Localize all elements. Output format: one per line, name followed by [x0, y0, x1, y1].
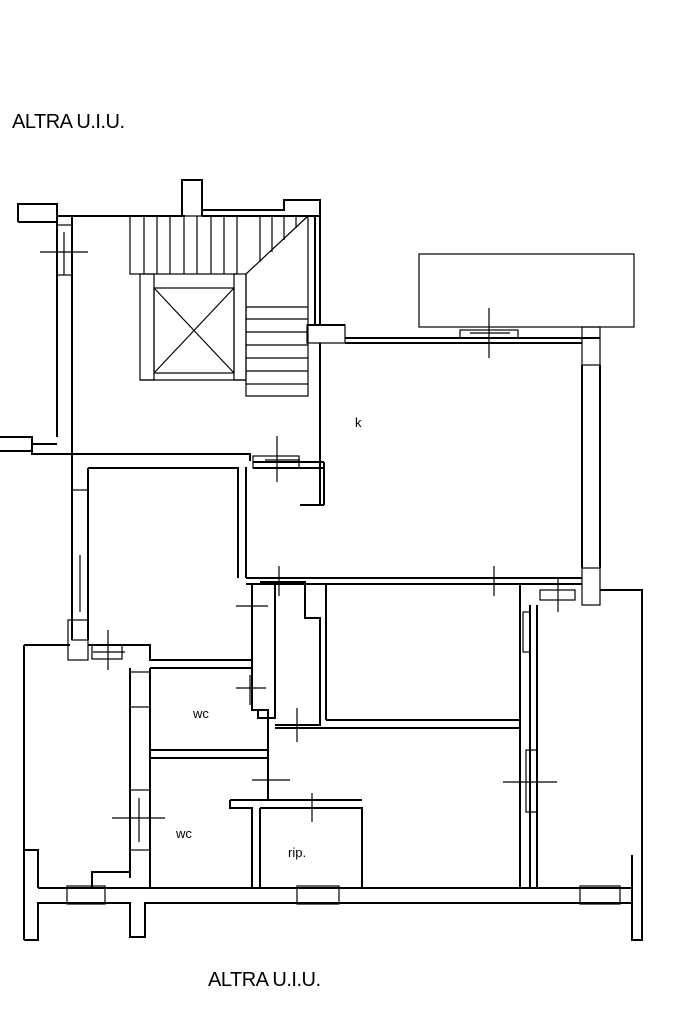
neighbor-unit-label-bottom: ALTRA U.I.U.	[208, 969, 321, 991]
wc-upper-label: wc	[193, 706, 209, 721]
neighbor-unit-label-top: ALTRA U.I.U.	[12, 111, 125, 133]
staircase	[129, 215, 309, 397]
opening-markers	[40, 224, 576, 842]
left-room-walls	[24, 454, 253, 888]
wc-lower-label: wc	[176, 826, 192, 841]
kitchen-walls	[237, 343, 582, 585]
storage-label: rip.	[288, 845, 307, 860]
kitchen-label: k	[355, 415, 362, 430]
outer-walls	[0, 179, 643, 941]
wc-walls	[150, 581, 538, 888]
